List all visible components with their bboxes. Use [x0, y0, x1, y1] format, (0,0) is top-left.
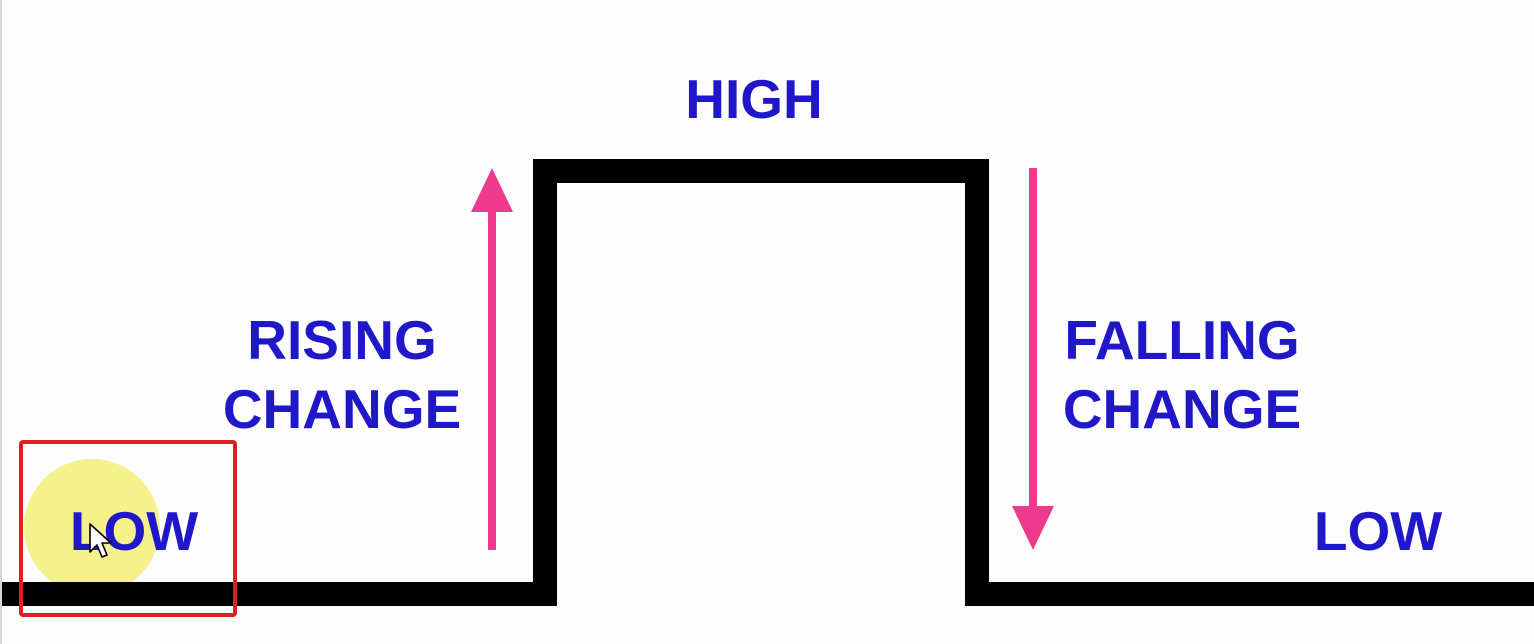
falling-arrow: [1012, 168, 1054, 550]
low-highlight-box: [19, 440, 237, 617]
high-label: HIGH: [685, 68, 823, 130]
rising-arrow: [471, 168, 513, 550]
mouse-pointer-icon: [89, 523, 112, 558]
falling-label-line2: CHANGE: [1063, 378, 1301, 440]
low-label-right: LOW: [1314, 500, 1442, 562]
falling-label-line1: FALLING: [1064, 309, 1299, 371]
rising-label-line1: RISING: [247, 309, 436, 371]
low-label-left: LOW: [70, 500, 198, 562]
signal-waveform: [2, 159, 1534, 606]
rising-label-line2: CHANGE: [223, 378, 461, 440]
